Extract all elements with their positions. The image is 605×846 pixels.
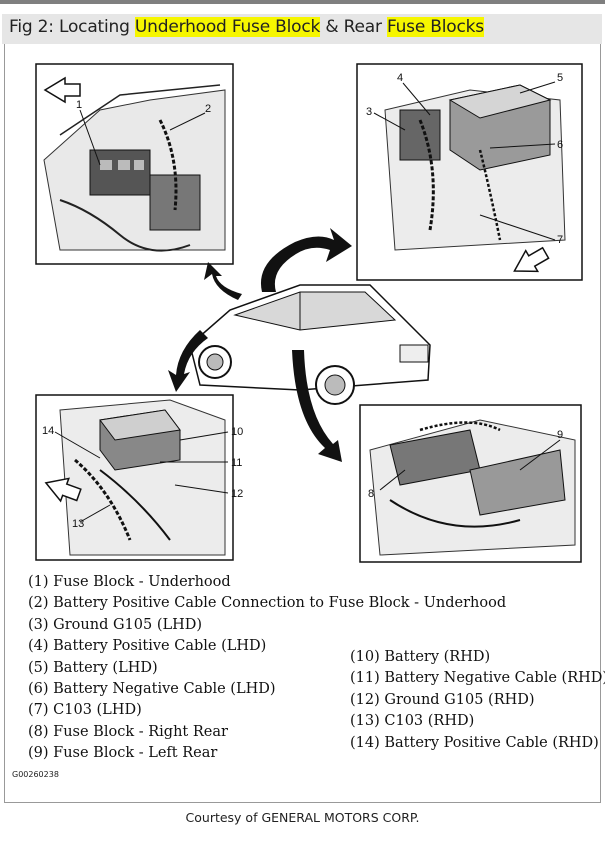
callout-7: 7 — [557, 234, 563, 246]
callout-11: 11 — [231, 457, 242, 469]
callout-5: 5 — [557, 72, 563, 84]
arrow-to-rhd-icon — [168, 330, 208, 392]
arrow-to-underhood-icon — [204, 262, 242, 300]
figure-frame — [4, 44, 601, 803]
callout-4: 4 — [397, 72, 403, 84]
legend-item: (12) Ground G105 (RHD) — [350, 691, 535, 708]
vehicle-illustration — [189, 284, 431, 405]
legend-left: (1) Fuse Block - Underhood (2) Battery P… — [28, 572, 506, 765]
title-text-1: Fig 2: Locating — [9, 17, 135, 37]
locator-arrows — [168, 228, 352, 462]
callout-13: 13 — [72, 518, 84, 530]
direction-arrow-icon — [43, 76, 81, 104]
callout-9: 9 — [557, 429, 563, 441]
callout-10: 10 — [231, 426, 243, 438]
direction-arrow-icon — [44, 477, 82, 503]
panel-rear-fuse-blocks — [359, 404, 582, 563]
callout-12: 12 — [231, 488, 243, 500]
top-border — [0, 0, 605, 4]
credit-line: Courtesy of GENERAL MOTORS CORP. — [185, 810, 420, 825]
figure-code: G00260238 — [12, 770, 59, 779]
title-highlight-underhood-fuse-block: Underhood Fuse Block — [134, 17, 321, 37]
panel-battery-lhd — [356, 63, 583, 281]
callout-6: 6 — [557, 139, 563, 151]
callout-3: 3 — [366, 106, 372, 118]
legend-item: (14) Battery Positive Cable (RHD) — [350, 734, 599, 751]
direction-arrow-icon — [513, 246, 550, 273]
legend-item: (10) Battery (RHD) — [350, 649, 491, 665]
legend-item: (2) Battery Positive Cable Connection to… — [28, 595, 507, 612]
callout-8: 8 — [368, 488, 374, 500]
legend-item: (11) Battery Negative Cable (RHD) — [350, 670, 605, 687]
legend-item: (7) C103 (LHD) — [28, 702, 142, 719]
callout-14: 14 — [42, 425, 54, 437]
legend-item: (9) Fuse Block - Left Rear — [28, 745, 218, 762]
figure-title: Fig 2: Locating Underhood Fuse Block & R… — [9, 17, 484, 37]
legend-item: (5) Battery (LHD) — [28, 659, 158, 676]
callout-1: 1 — [76, 99, 82, 111]
arrow-to-rear-icon — [292, 350, 342, 462]
title-highlight-fuse-blocks: Fuse Blocks — [386, 17, 484, 37]
callout-2: 2 — [205, 103, 211, 115]
panel-underhood-fuse-block — [35, 63, 234, 265]
title-text-2: & Rear — [320, 17, 387, 37]
legend-item: (1) Fuse Block - Underhood — [28, 574, 231, 590]
legend-item: (4) Battery Positive Cable (LHD) — [28, 638, 267, 655]
legend-item: (8) Fuse Block - Right Rear — [28, 723, 228, 740]
panel-battery-rhd — [35, 394, 234, 561]
legend-item: (6) Battery Negative Cable (LHD) — [28, 680, 276, 697]
arrow-to-battery-icon — [260, 228, 352, 292]
callout-labels: 1 2 3 4 5 6 7 8 9 10 11 12 13 14 — [42, 72, 563, 530]
legend-item: (3) Ground G105 (LHD) — [28, 616, 203, 633]
legend-right: (10) Battery (RHD) (11) Battery Negative… — [350, 647, 605, 754]
legend-item: (13) C103 (RHD) — [350, 713, 475, 730]
